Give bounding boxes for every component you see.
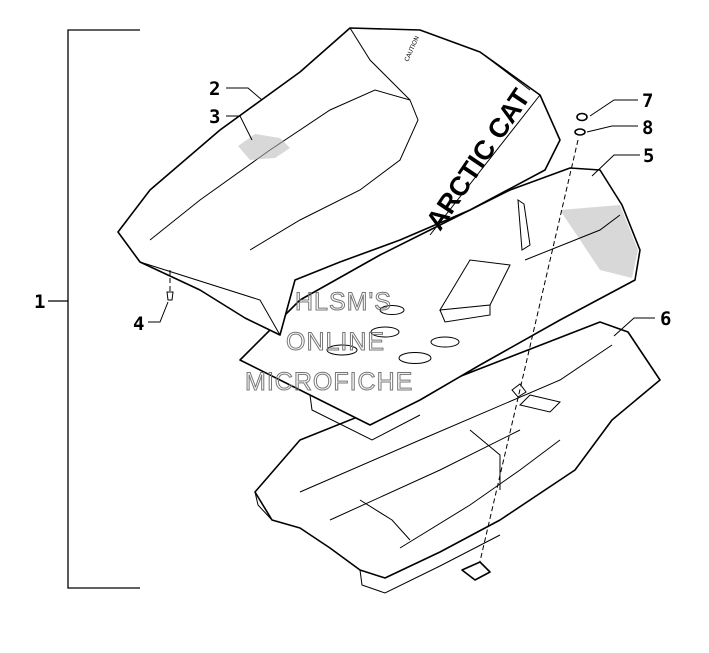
part-7-nut: [576, 112, 588, 122]
part-5-middle-panel: [239, 167, 641, 441]
watermark: HLSM'S ONLINE MICROFICHE: [245, 288, 413, 397]
assembly-path: [477, 139, 579, 571]
assembly-bracket: [48, 29, 140, 589]
callout-6: 6: [660, 308, 671, 330]
callout-2: 2: [209, 78, 220, 100]
callout-4: 4: [133, 313, 144, 335]
part-6-base-tray: [254, 321, 661, 594]
callout-1: 1: [34, 291, 45, 313]
callout-7: 7: [642, 90, 653, 112]
callout-3: 3: [209, 106, 220, 128]
watermark-line-2: ONLINE: [286, 328, 385, 356]
part-8-washer: [574, 128, 586, 136]
callout-5: 5: [643, 145, 654, 167]
part-3-patch: [238, 134, 290, 160]
leader-lines: [148, 87, 655, 337]
callouts: 1 2 3 4 5 6 7 8: [34, 78, 671, 335]
mount-bracket: [461, 383, 527, 581]
watermark-line-1: HLSM'S: [295, 288, 392, 316]
watermark-line-3: MICROFICHE: [245, 368, 413, 396]
part-4-fastener: [166, 270, 174, 301]
callout-8: 8: [642, 117, 653, 139]
